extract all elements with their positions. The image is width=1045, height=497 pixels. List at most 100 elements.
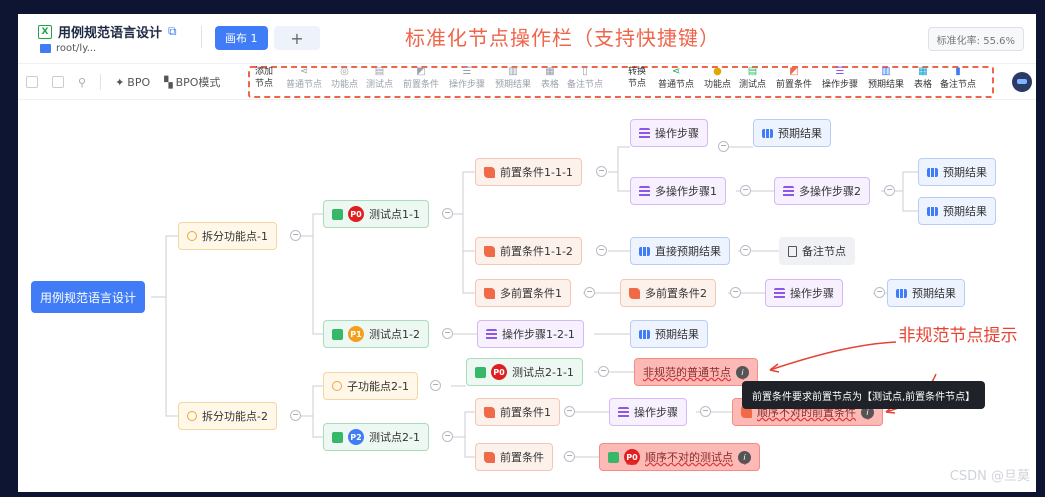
- convert-normal-node[interactable]: ⋖普通节点: [658, 66, 695, 90]
- collapse-toggle[interactable]: −: [584, 287, 595, 298]
- info-icon[interactable]: i: [738, 450, 751, 464]
- collapse-toggle[interactable]: −: [290, 410, 301, 421]
- collapse-toggle[interactable]: −: [442, 208, 453, 219]
- add-precondition[interactable]: ◩前置条件: [403, 66, 440, 90]
- bpo-mode-button[interactable]: ▚ BPO模式: [164, 75, 221, 90]
- collapse-toggle[interactable]: −: [430, 380, 441, 391]
- expected-result-node[interactable]: 预期结果: [630, 320, 708, 348]
- expected-result-node[interactable]: 预期结果: [918, 197, 996, 225]
- app-window: X 用例规范语言设计 ⧉ root/ly... 画布 1 + 标准化节点操作栏（…: [18, 14, 1036, 492]
- collapse-toggle[interactable]: −: [874, 287, 885, 298]
- collapse-toggle[interactable]: −: [740, 185, 751, 196]
- note-node[interactable]: 备注节点: [779, 237, 855, 265]
- collapse-toggle[interactable]: −: [596, 245, 607, 256]
- add-note-node[interactable]: ▯备注节点: [567, 66, 604, 90]
- toolbar-left: ⚲ ✦ BPO ▚ BPO模式: [26, 74, 220, 90]
- function-node[interactable]: 拆分功能点-1: [178, 222, 277, 250]
- export-icon[interactable]: [52, 76, 64, 88]
- collapse-toggle[interactable]: −: [596, 166, 607, 177]
- operation-step-node[interactable]: 操作步骤: [609, 398, 687, 426]
- add-test-point[interactable]: ▤测试点: [366, 66, 394, 90]
- convert-operation-step[interactable]: ☰操作步骤: [822, 66, 859, 90]
- convert-test-point[interactable]: ▤测试点: [739, 66, 767, 90]
- precondition-icon: ◩: [416, 66, 426, 77]
- chart-icon: ▥: [508, 66, 518, 77]
- test-icon: [332, 328, 343, 340]
- precondition-icon: [484, 451, 495, 463]
- expected-result-node[interactable]: 直接预期结果: [630, 237, 730, 265]
- add-tab-button[interactable]: +: [274, 26, 320, 50]
- divider: [100, 74, 102, 90]
- precondition-node[interactable]: 前置条件: [475, 443, 553, 471]
- function-node[interactable]: 拆分功能点-2: [178, 402, 277, 430]
- file-path[interactable]: root/ly...: [40, 43, 96, 54]
- collapse-toggle[interactable]: −: [442, 328, 453, 339]
- collapse-toggle[interactable]: −: [442, 431, 453, 442]
- precondition-node[interactable]: 前置条件1-1-2: [475, 237, 582, 265]
- chart-icon: ▥: [881, 66, 891, 77]
- precondition-icon: [484, 406, 495, 418]
- add-expected-result[interactable]: ▥预期结果: [495, 66, 532, 90]
- convert-function-point[interactable]: ●功能点: [704, 66, 732, 90]
- expected-result-node[interactable]: 预期结果: [753, 119, 831, 147]
- operation-step-node[interactable]: 多操作步骤2: [774, 177, 870, 205]
- root-node[interactable]: 用例规范语言设计: [31, 281, 146, 313]
- operation-step-node[interactable]: 操作步骤: [765, 279, 843, 307]
- assistant-robot-icon[interactable]: [1012, 72, 1032, 92]
- convert-expected-result[interactable]: ▥预期结果: [868, 66, 905, 90]
- invalid-node-hint: 非规范节点提示: [898, 326, 1018, 346]
- convert-note-node[interactable]: ▮备注节点: [940, 66, 977, 90]
- save-icon[interactable]: [26, 76, 38, 88]
- edit-icon[interactable]: ⧉: [168, 24, 177, 38]
- add-table[interactable]: ▦表格: [541, 66, 560, 90]
- operation-step-node[interactable]: 多操作步骤1: [630, 177, 726, 205]
- collapse-toggle[interactable]: −: [718, 141, 729, 152]
- function-icon: ◎: [340, 66, 349, 77]
- add-normal-node[interactable]: ⋖普通节点: [286, 66, 323, 90]
- convert-precondition[interactable]: ◩前置条件: [776, 66, 813, 90]
- collapse-toggle[interactable]: −: [730, 287, 741, 298]
- collapse-toggle[interactable]: −: [290, 230, 301, 241]
- collapse-toggle[interactable]: −: [884, 185, 895, 196]
- convert-table[interactable]: ▦表格: [914, 66, 933, 90]
- collapse-toggle[interactable]: −: [598, 366, 609, 377]
- expected-result-node[interactable]: 预期结果: [918, 158, 996, 186]
- share-icon: ⋖: [671, 66, 681, 77]
- collapse-toggle[interactable]: −: [564, 406, 575, 417]
- pin-icon: ✦: [115, 75, 125, 89]
- bpo-button[interactable]: ✦ BPO: [115, 75, 151, 89]
- operation-step-node[interactable]: 操作步骤: [630, 119, 708, 147]
- standard-rate-badge[interactable]: 标准化率: 55.6%: [927, 27, 1024, 51]
- convert-node-group-label: 转换 节点: [628, 67, 647, 89]
- list-icon: [618, 406, 629, 418]
- sub-function-node[interactable]: 子功能点2-1: [323, 372, 418, 400]
- precondition-icon: [484, 166, 495, 178]
- operation-step-node[interactable]: 操作步骤1-2-1: [477, 320, 584, 348]
- test-icon: [475, 366, 486, 378]
- precondition-node[interactable]: 前置条件1-1-1: [475, 158, 582, 186]
- collapse-toggle[interactable]: −: [740, 245, 751, 256]
- watermark: CSDN @旦莫: [949, 469, 1030, 484]
- precondition-node[interactable]: 前置条件1: [475, 398, 560, 426]
- file-title: X 用例规范语言设计 ⧉: [38, 22, 177, 41]
- link-icon[interactable]: ⚲: [78, 75, 87, 89]
- list-icon: [639, 185, 650, 197]
- precondition-node[interactable]: 多前置条件1: [475, 279, 571, 307]
- add-function-point[interactable]: ◎功能点: [331, 66, 359, 90]
- tab-canvas-1[interactable]: 画布 1: [215, 26, 268, 50]
- expected-result-node[interactable]: 预期结果: [887, 279, 965, 307]
- add-operation-step[interactable]: ☰操作步骤: [449, 66, 486, 90]
- function-icon: [332, 381, 342, 391]
- precondition-node[interactable]: 多前置条件2: [620, 279, 716, 307]
- chart-icon: [639, 246, 650, 256]
- collapse-toggle[interactable]: −: [564, 451, 575, 462]
- collapse-toggle[interactable]: −: [700, 406, 711, 417]
- info-icon[interactable]: i: [736, 365, 749, 379]
- list-icon: ☰: [462, 66, 472, 77]
